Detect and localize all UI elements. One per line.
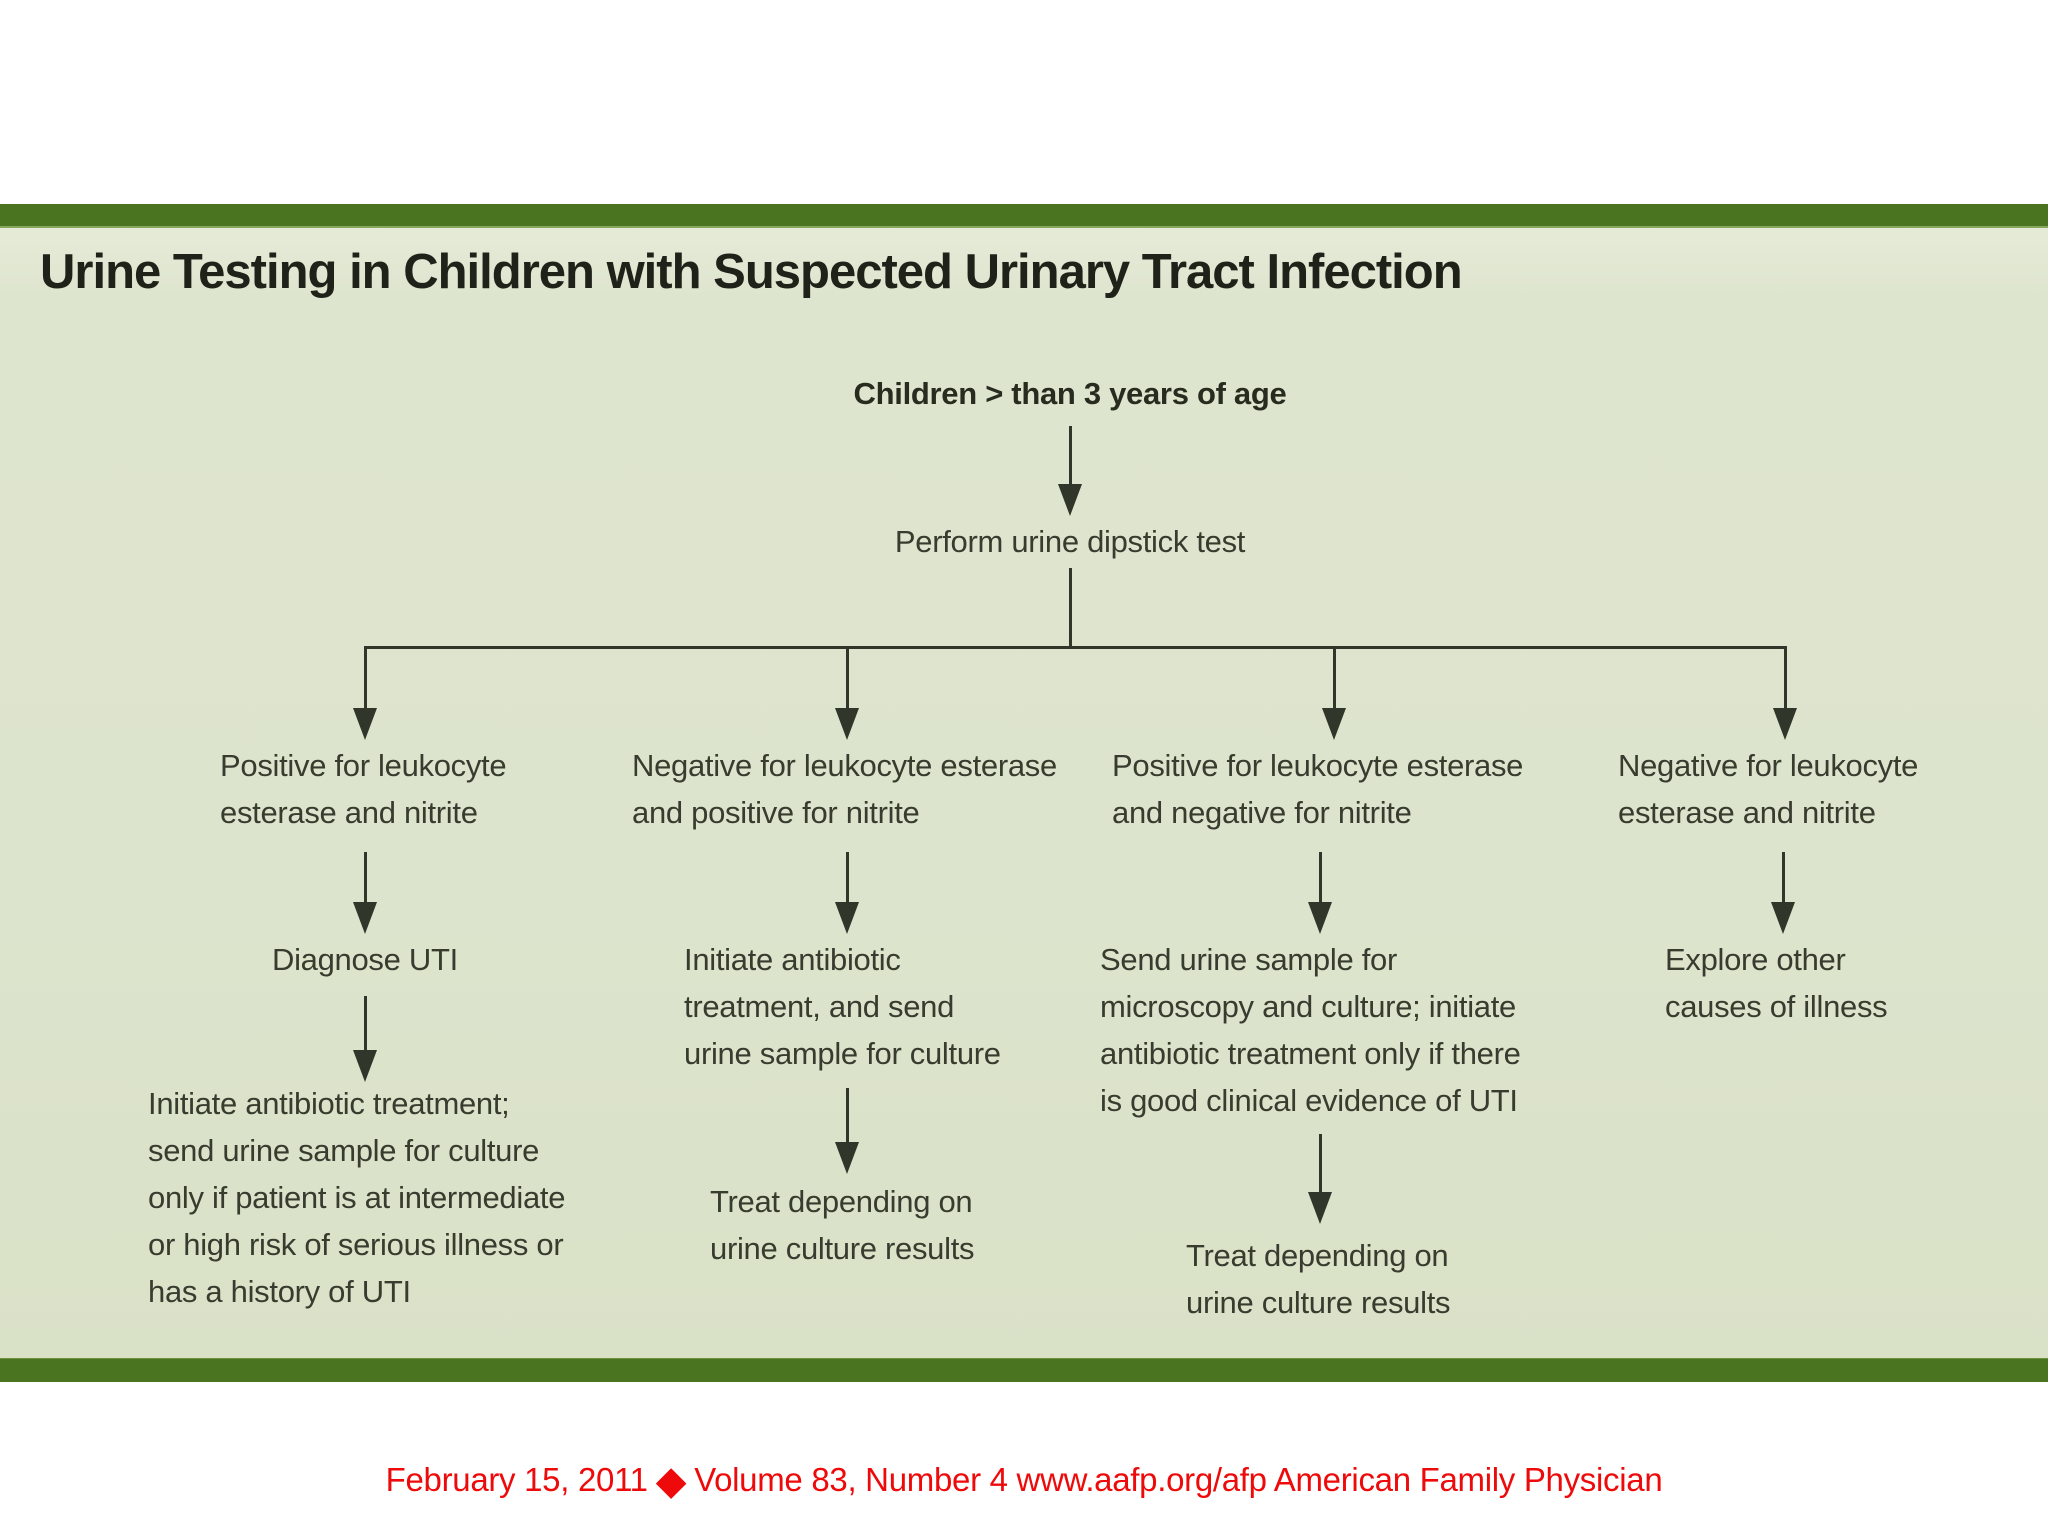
branch-3-step2: Send urine sample for microscopy and cul… [1100,942,1521,1118]
branch-1-step2: Diagnose UTI [272,942,458,977]
branch-2-condition: Negative for leukocyte esterase and posi… [632,748,1057,830]
branch-4-step2: Explore other causes of illness [1665,942,1888,1024]
top-divider-bar [0,204,2048,228]
figure-title: Urine Testing in Children with Suspected… [40,245,1463,299]
figure-panel [0,228,2048,1358]
branch-1-condition: Positive for leukocyte esterase and nitr… [220,748,507,830]
branch-3-step3: Treat depending on urine culture results [1186,1238,1451,1320]
branch-2-step2: Initiate antibiotic treatment, and send … [684,942,1001,1071]
connector-horizontal [364,646,1787,649]
connector-stem [1069,568,1072,649]
node-step1: Perform urine dipstick test [894,524,1246,559]
branch-1-step3: Initiate antibiotic treatment; send urin… [148,1086,566,1309]
branch-3-condition: Positive for leukocyte esterase and nega… [1112,748,1524,830]
branch-2-step3: Treat depending on urine culture results [710,1184,975,1266]
bottom-divider-bar [0,1358,2048,1382]
node-root: Children > than 3 years of age [853,376,1287,411]
branch-4-condition: Negative for leukocyte esterase and nitr… [1618,748,1919,830]
diamond-icon: ◆ [655,1459,687,1503]
footer-date: February 15, 2011 [385,1461,648,1498]
footer-volume: Volume 83, Number 4 www.aafp.org/afp Ame… [694,1461,1663,1498]
footer-citation: February 15, 2011◆Volume 83, Number 4 ww… [0,1458,2048,1504]
